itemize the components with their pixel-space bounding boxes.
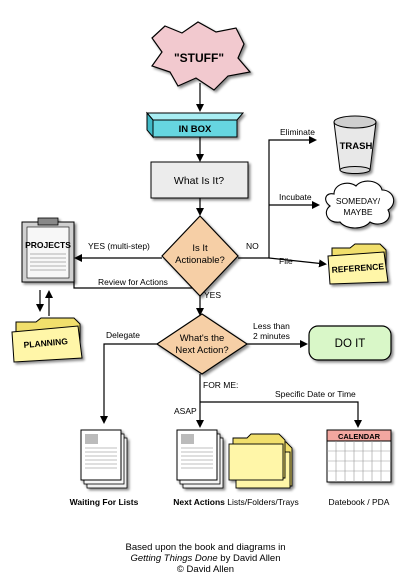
projects-label: PROJECTS bbox=[25, 240, 71, 250]
calendar-header bbox=[326, 429, 392, 442]
reference-label: REFERENCE bbox=[331, 261, 384, 275]
edge-label-delegate: Delegate bbox=[106, 330, 140, 340]
caption-line3: © David Allen bbox=[176, 564, 235, 575]
edge-label-less-than-line2: 2 minutes bbox=[253, 331, 290, 341]
reference-node bbox=[327, 243, 389, 285]
what-is-it-label: What Is It? bbox=[174, 175, 224, 187]
someday-node bbox=[325, 180, 395, 229]
trash-node bbox=[333, 115, 377, 174]
edge-label-yes: YES bbox=[204, 290, 221, 300]
stuff-label: "STUFF" bbox=[174, 51, 224, 65]
calendar-label: CALENDAR bbox=[338, 432, 381, 441]
stuff-shape bbox=[151, 21, 252, 91]
datebook-label: Datebook / PDA bbox=[329, 497, 390, 507]
next-actions-front-folder bbox=[228, 443, 284, 481]
someday-label-line1: SOMEDAY/ bbox=[336, 196, 381, 206]
next-actions-folders bbox=[228, 433, 293, 489]
edge-label-less-than-line1: Less than bbox=[253, 321, 290, 331]
edge-label-incubate: Incubate bbox=[279, 192, 312, 202]
actionable-label-line2: Actionable? bbox=[175, 255, 225, 266]
edge-to-trash bbox=[238, 136, 317, 259]
projects-node bbox=[21, 217, 75, 283]
inbox-node bbox=[145, 111, 245, 139]
edge-label-for-me: FOR ME: bbox=[203, 380, 238, 390]
stuff-node bbox=[151, 21, 252, 91]
source-caption: Based upon the book and diagrams in Gett… bbox=[0, 542, 411, 575]
planning-node bbox=[11, 317, 83, 363]
waiting-for-stack bbox=[80, 429, 128, 489]
projects-clip bbox=[37, 217, 59, 226]
edge-label-no: NO bbox=[246, 241, 259, 251]
edge-to-waiting-for bbox=[100, 343, 158, 424]
actionable-diamond bbox=[161, 215, 239, 297]
edge-label-file: File bbox=[279, 256, 293, 266]
caption-author: by David Allen bbox=[217, 553, 281, 564]
edge-label-asap: ASAP bbox=[174, 406, 197, 416]
edge-label-eliminate: Eliminate bbox=[280, 127, 315, 137]
inbox-label: IN BOX bbox=[179, 124, 212, 135]
actionable-label-line1: Is It bbox=[192, 243, 208, 254]
caption-line1: Based upon the book and diagrams in bbox=[125, 542, 286, 553]
waiting-for-label: Waiting For Lists bbox=[70, 497, 139, 507]
inbox-top bbox=[145, 112, 245, 121]
do-it-label: DO IT bbox=[335, 338, 366, 350]
caption-line2: Getting Things Done by David Allen bbox=[0, 553, 411, 564]
edge-to-reference bbox=[268, 257, 327, 268]
projects-paper bbox=[26, 226, 70, 279]
next-action-label-line2: Next Action? bbox=[175, 345, 228, 356]
what-is-it-box bbox=[150, 161, 249, 199]
caption-book-title: Getting Things Done bbox=[130, 553, 218, 564]
inbox-front bbox=[152, 119, 238, 138]
do-it-box bbox=[308, 325, 392, 361]
next-actions-label: Next Actions Lists/Folders/Trays bbox=[173, 497, 298, 507]
trash-label: TRASH bbox=[340, 141, 373, 152]
connectors bbox=[36, 83, 362, 428]
someday-cloud bbox=[325, 180, 395, 229]
trash-can-base bbox=[339, 166, 371, 174]
calendar-node bbox=[326, 429, 392, 483]
trash-can-rim bbox=[333, 115, 377, 129]
someday-label-line2: MAYBE bbox=[343, 207, 372, 217]
planning-folder-front bbox=[11, 325, 83, 363]
reference-folder-front bbox=[327, 251, 389, 285]
edge-label-review-for-actions: Review for Actions bbox=[98, 277, 168, 287]
edge-label-specific-date: Specific Date or Time bbox=[275, 389, 356, 399]
edge-review-for-actions bbox=[73, 280, 200, 289]
edge-label-yes-multistep: YES (multi-step) bbox=[88, 241, 150, 251]
planning-label: PLANNING bbox=[23, 336, 68, 350]
next-actions-stack bbox=[176, 429, 224, 489]
next-action-diamond bbox=[155, 313, 249, 375]
edge-to-calendar bbox=[200, 401, 362, 428]
next-action-label-line1: What's the bbox=[180, 333, 225, 344]
